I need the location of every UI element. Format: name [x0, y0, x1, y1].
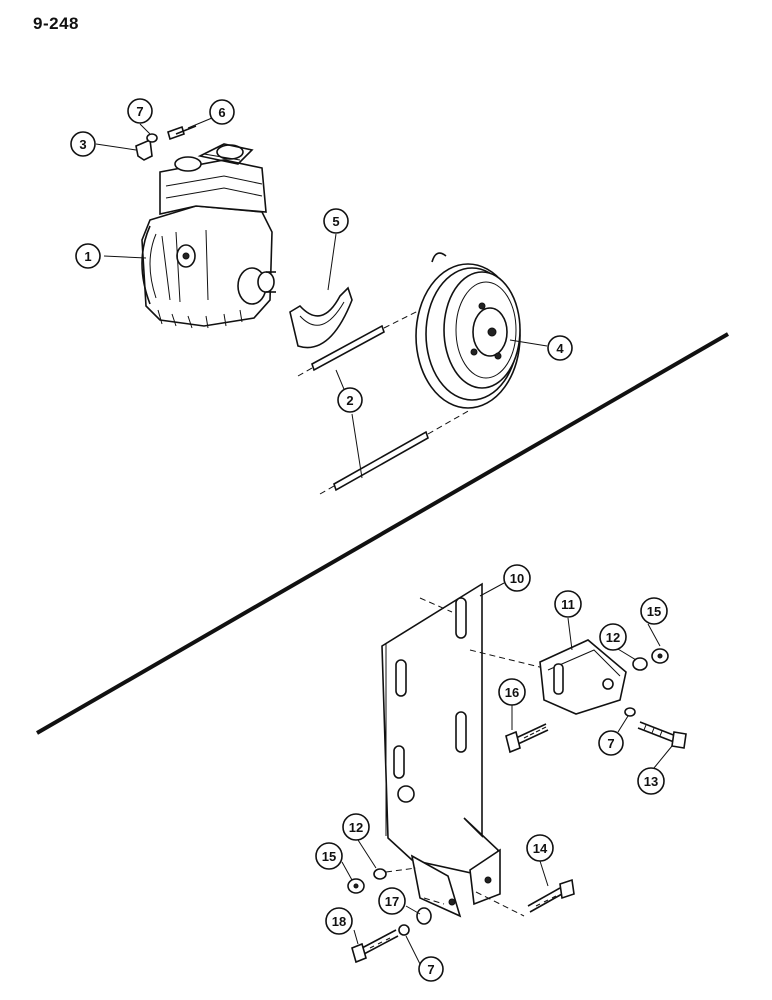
washer-part — [624, 707, 636, 717]
callout-13: 13 — [637, 767, 665, 795]
compressor — [141, 143, 276, 329]
washer-part — [146, 133, 158, 143]
svg-text:15: 15 — [322, 849, 336, 864]
angle-bracket — [539, 639, 627, 715]
bolt-part — [351, 929, 399, 964]
alignment-line — [423, 897, 445, 905]
lock-washer-part — [373, 868, 387, 880]
mounting-bracket — [381, 582, 501, 918]
svg-text:17: 17 — [385, 894, 399, 909]
callout-1: 1 — [75, 243, 101, 269]
svg-text:4: 4 — [556, 341, 564, 356]
svg-text:18: 18 — [332, 914, 346, 929]
callout-4: 4 — [547, 335, 573, 361]
clutch-pulley — [415, 252, 521, 409]
callout-12: 12 — [599, 623, 627, 651]
callout-16: 16 — [498, 678, 526, 706]
callout-5: 5 — [323, 208, 349, 234]
alignment-line — [475, 891, 525, 917]
page-number: 9-248 — [33, 14, 79, 33]
svg-text:1: 1 — [84, 249, 91, 264]
callout-3: 3 — [70, 131, 96, 157]
callout-12: 12 — [342, 813, 370, 841]
svg-text:12: 12 — [349, 820, 363, 835]
spacer-part — [416, 907, 432, 925]
svg-text:2: 2 — [346, 393, 353, 408]
callout-18: 18 — [325, 907, 353, 935]
svg-text:5: 5 — [332, 214, 339, 229]
callout-10: 10 — [503, 564, 531, 592]
svg-text:10: 10 — [510, 571, 524, 586]
callout-15: 15 — [640, 597, 668, 625]
svg-text:11: 11 — [561, 597, 575, 612]
screw-part — [167, 125, 197, 141]
svg-text:7: 7 — [427, 962, 434, 977]
bolt-part — [505, 723, 549, 754]
callout-15: 15 — [315, 842, 343, 870]
callout-11: 11 — [554, 590, 582, 618]
clip-part — [135, 138, 153, 161]
callout-17: 17 — [378, 887, 406, 915]
svg-text:14: 14 — [533, 841, 548, 856]
svg-text:13: 13 — [644, 774, 658, 789]
callout-6: 6 — [209, 99, 235, 125]
alignment-line — [419, 597, 453, 613]
washer-part — [398, 924, 410, 936]
callout-7: 7 — [418, 956, 444, 982]
callout-2: 2 — [337, 387, 363, 413]
svg-text:15: 15 — [647, 604, 661, 619]
bolt-part — [527, 878, 575, 913]
svg-text:16: 16 — [505, 685, 519, 700]
callout-7: 7 — [598, 730, 624, 756]
bolt-part — [637, 721, 687, 749]
callout-7: 7 — [127, 98, 153, 124]
svg-text:3: 3 — [79, 137, 86, 152]
mounting-shim — [289, 286, 353, 349]
alignment-line — [469, 649, 561, 673]
svg-text:12: 12 — [606, 630, 620, 645]
lock-washer-part — [632, 657, 648, 671]
svg-text:7: 7 — [607, 736, 614, 751]
section-divider-line — [35, 332, 730, 735]
callout-14: 14 — [526, 834, 554, 862]
svg-text:7: 7 — [136, 104, 143, 119]
alignment-line — [385, 867, 417, 873]
svg-text:6: 6 — [218, 105, 225, 120]
